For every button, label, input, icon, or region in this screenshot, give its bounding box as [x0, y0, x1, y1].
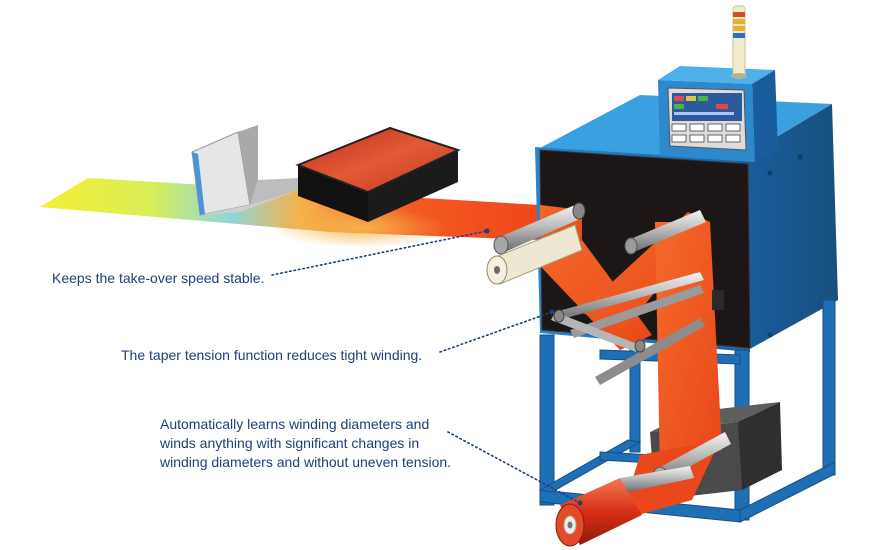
callout-taper-tension: The taper tension function reduces tight… [121, 347, 423, 363]
roller-top-left [493, 202, 586, 255]
leader-learn [447, 431, 581, 504]
leader-taper [439, 311, 553, 353]
callout-auto-learn-line-3: winding diameters and without uneven ten… [160, 454, 452, 470]
leader-taper-dot [549, 309, 555, 315]
callout-auto-learn: Automatically learns winding diameters a… [160, 415, 451, 472]
winding-roll [555, 466, 694, 547]
guide-plate [191, 125, 300, 216]
signal-tower-icon [731, 5, 747, 79]
leader-speed-dot [484, 228, 490, 234]
callout-speed-stable: Keeps the take-over speed stable. [52, 270, 265, 286]
dancer-arm [551, 272, 724, 385]
callout-auto-learn-line-2: winds anything with significant changes … [160, 435, 420, 451]
touch-panel-icon [667, 87, 747, 151]
callout-auto-learn-line-1: Automatically learns winding diameters a… [160, 416, 430, 432]
heater-block [295, 126, 461, 222]
heater-glow [272, 208, 448, 248]
callout-leaders [271, 230, 581, 504]
roller-cream [486, 224, 583, 285]
roller-mid [624, 210, 706, 255]
leader-speed [271, 230, 488, 276]
leader-learn-dot [577, 500, 583, 506]
